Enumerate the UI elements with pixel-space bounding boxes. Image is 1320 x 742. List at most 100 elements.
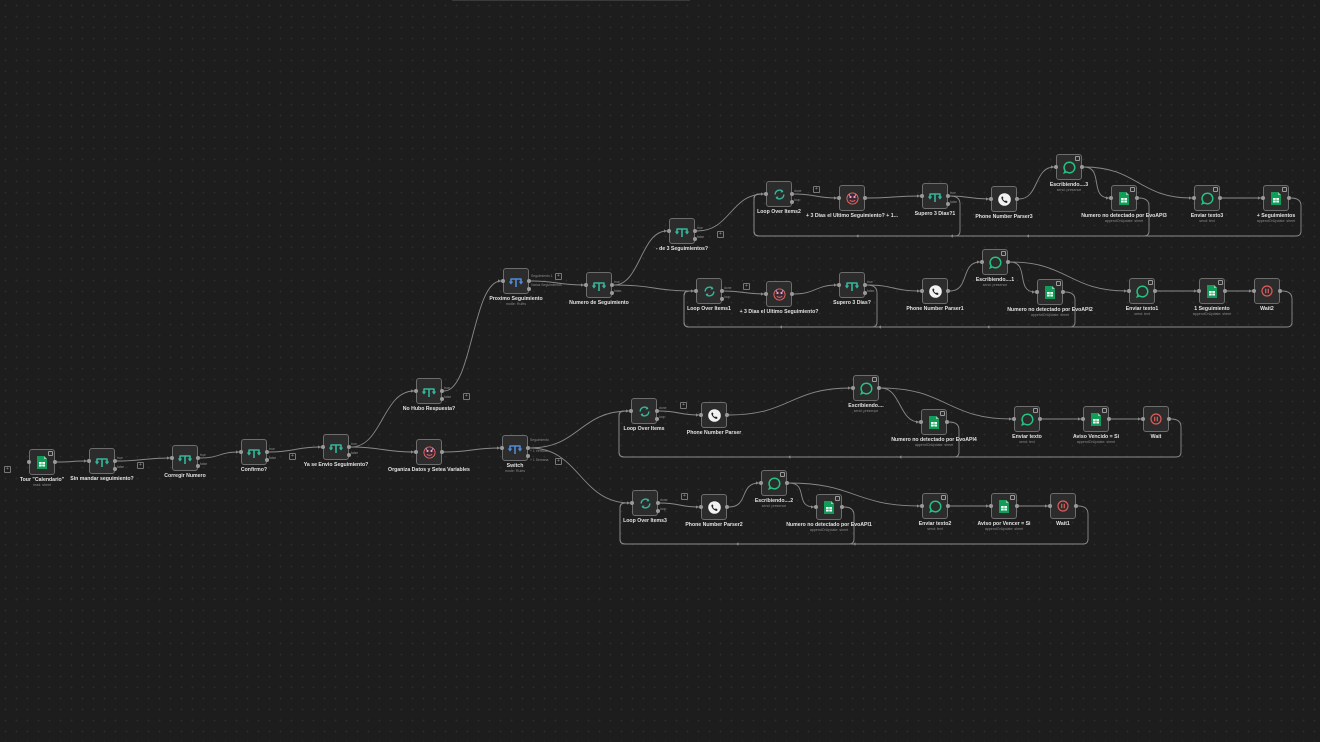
output-port[interactable]	[113, 459, 117, 463]
node-settings-icon[interactable]	[1102, 408, 1107, 413]
output-port-secondary[interactable]	[440, 397, 444, 401]
edge-ya-se-envio-to-no-hubo-respuesta[interactable]	[350, 390, 415, 448]
node-wait1[interactable]	[1048, 493, 1078, 519]
output-port[interactable]	[720, 289, 724, 293]
output-port[interactable]	[863, 196, 867, 200]
edge-loop1-to-dias-ultimo1[interactable]	[723, 290, 765, 295]
node-confirmo[interactable]	[239, 439, 269, 465]
input-port[interactable]	[1109, 196, 1113, 200]
input-port[interactable]	[629, 409, 633, 413]
output-port[interactable]	[440, 389, 444, 393]
input-port[interactable]	[1261, 196, 1265, 200]
input-port[interactable]	[1252, 289, 1256, 293]
output-port[interactable]	[656, 501, 660, 505]
input-port[interactable]	[414, 450, 418, 454]
node-settings-icon[interactable]	[835, 496, 840, 501]
edge-organiza-datos-to-switch[interactable]	[443, 447, 501, 453]
add-node-button[interactable]: +	[681, 493, 688, 500]
edge-escribiendo2-to-numero-no-det1[interactable]	[788, 482, 815, 508]
add-node-button[interactable]: +	[680, 402, 687, 409]
input-port[interactable]	[699, 413, 703, 417]
input-port[interactable]	[1197, 289, 1201, 293]
node-phone-parser2[interactable]	[699, 494, 729, 520]
output-port-secondary[interactable]	[656, 509, 660, 513]
node-settings-icon[interactable]	[1130, 187, 1135, 192]
input-port[interactable]	[1054, 165, 1058, 169]
add-node-button[interactable]: +	[717, 231, 724, 238]
output-port-secondary[interactable]	[527, 287, 531, 291]
output-port-secondary[interactable]	[863, 291, 867, 295]
output-port[interactable]	[946, 289, 950, 293]
loopback-supero3-1-to-loop2[interactable]	[753, 193, 961, 237]
edge-phone-parser-to-escribiendo[interactable]	[728, 387, 852, 416]
output-port[interactable]	[725, 413, 729, 417]
node-numero-no-det3[interactable]	[1109, 185, 1139, 211]
output-port-secondary[interactable]	[946, 202, 950, 206]
input-port[interactable]	[837, 196, 841, 200]
edge-escribiendo-to-enviar-texto[interactable]	[880, 387, 1013, 420]
edge-dias-ultimo1-to-supero3[interactable]	[793, 284, 838, 295]
edge-escribiendo1-to-numero-no-det2[interactable]	[1009, 261, 1036, 293]
output-port[interactable]	[1038, 417, 1042, 421]
node-numero-seguimiento[interactable]	[584, 272, 614, 298]
output-port[interactable]	[785, 481, 789, 485]
input-port[interactable]	[1192, 196, 1196, 200]
output-port[interactable]	[265, 450, 269, 454]
edge-confirmo-to-ya-se-envio[interactable]	[268, 446, 322, 453]
output-port[interactable]	[1153, 289, 1157, 293]
node-loop-items[interactable]	[629, 398, 659, 424]
edge-escribiendo2-to-enviar-texto2[interactable]	[788, 482, 921, 507]
edge-de3-seguimientos-to-loop2[interactable]	[696, 193, 765, 232]
node-settings-icon[interactable]	[1075, 156, 1080, 161]
edge-escribiendo3-to-enviar-texto3[interactable]	[1083, 166, 1193, 199]
node-numero-no-det1[interactable]	[814, 494, 844, 520]
node-loop1[interactable]	[694, 278, 724, 304]
input-port[interactable]	[1081, 417, 1085, 421]
node-organiza-datos[interactable]	[414, 439, 444, 465]
node-phone-parser[interactable]	[699, 402, 729, 428]
input-port[interactable]	[920, 194, 924, 198]
output-port[interactable]	[1135, 196, 1139, 200]
output-port-secondary[interactable]	[265, 458, 269, 462]
output-port[interactable]	[1015, 197, 1019, 201]
edge-numero-seguimiento-to-de3-seguimientos[interactable]	[613, 230, 668, 286]
add-node-button[interactable]: +	[743, 283, 750, 290]
output-port[interactable]	[1287, 196, 1291, 200]
input-port[interactable]	[989, 197, 993, 201]
output-port[interactable]	[1006, 260, 1010, 264]
edge-supero3-to-phone-parser1[interactable]	[866, 284, 921, 292]
node-wait2[interactable]	[1252, 278, 1282, 304]
input-port[interactable]	[170, 456, 174, 460]
node-uno-seguimiento[interactable]	[1197, 278, 1227, 304]
loopback-numero-no-det1-to-loop3[interactable]	[619, 502, 855, 545]
node-enviar-texto[interactable]	[1012, 406, 1042, 432]
output-port[interactable]	[946, 194, 950, 198]
node-escribiendo1[interactable]	[980, 249, 1010, 275]
node-phone-parser3[interactable]	[989, 186, 1019, 212]
output-port[interactable]	[655, 409, 659, 413]
edge-switch-to-loop3[interactable]	[529, 447, 631, 504]
output-port[interactable]	[610, 283, 614, 287]
input-port[interactable]	[920, 289, 924, 293]
input-port[interactable]	[919, 420, 923, 424]
add-node-button[interactable]: +	[813, 186, 820, 193]
output-port[interactable]	[790, 292, 794, 296]
loopback-numero-no-det4-to-loop-items[interactable]	[618, 410, 960, 458]
node-tour-calendario[interactable]	[27, 449, 57, 475]
node-enviar-texto2[interactable]	[920, 493, 950, 519]
add-node-button[interactable]: +	[4, 466, 11, 473]
edge-escribiendo1-to-enviar-texto1[interactable]	[1009, 261, 1128, 292]
node-dias-ultimo2[interactable]	[837, 185, 867, 211]
output-port-secondary[interactable]	[790, 200, 794, 204]
edge-corregir-numero-to-confirmo[interactable]	[199, 451, 240, 459]
edge-sin-mandar-to-corregir-numero[interactable]	[116, 457, 171, 462]
output-port[interactable]	[840, 505, 844, 509]
output-port[interactable]	[1080, 165, 1084, 169]
input-port[interactable]	[694, 289, 698, 293]
output-port[interactable]	[53, 460, 57, 464]
node-de3-seguimientos[interactable]	[667, 218, 697, 244]
output-port[interactable]	[693, 229, 697, 233]
node-aviso-vencido[interactable]	[1081, 406, 1111, 432]
output-port-secondary[interactable]	[610, 291, 614, 295]
output-port[interactable]	[527, 279, 531, 283]
